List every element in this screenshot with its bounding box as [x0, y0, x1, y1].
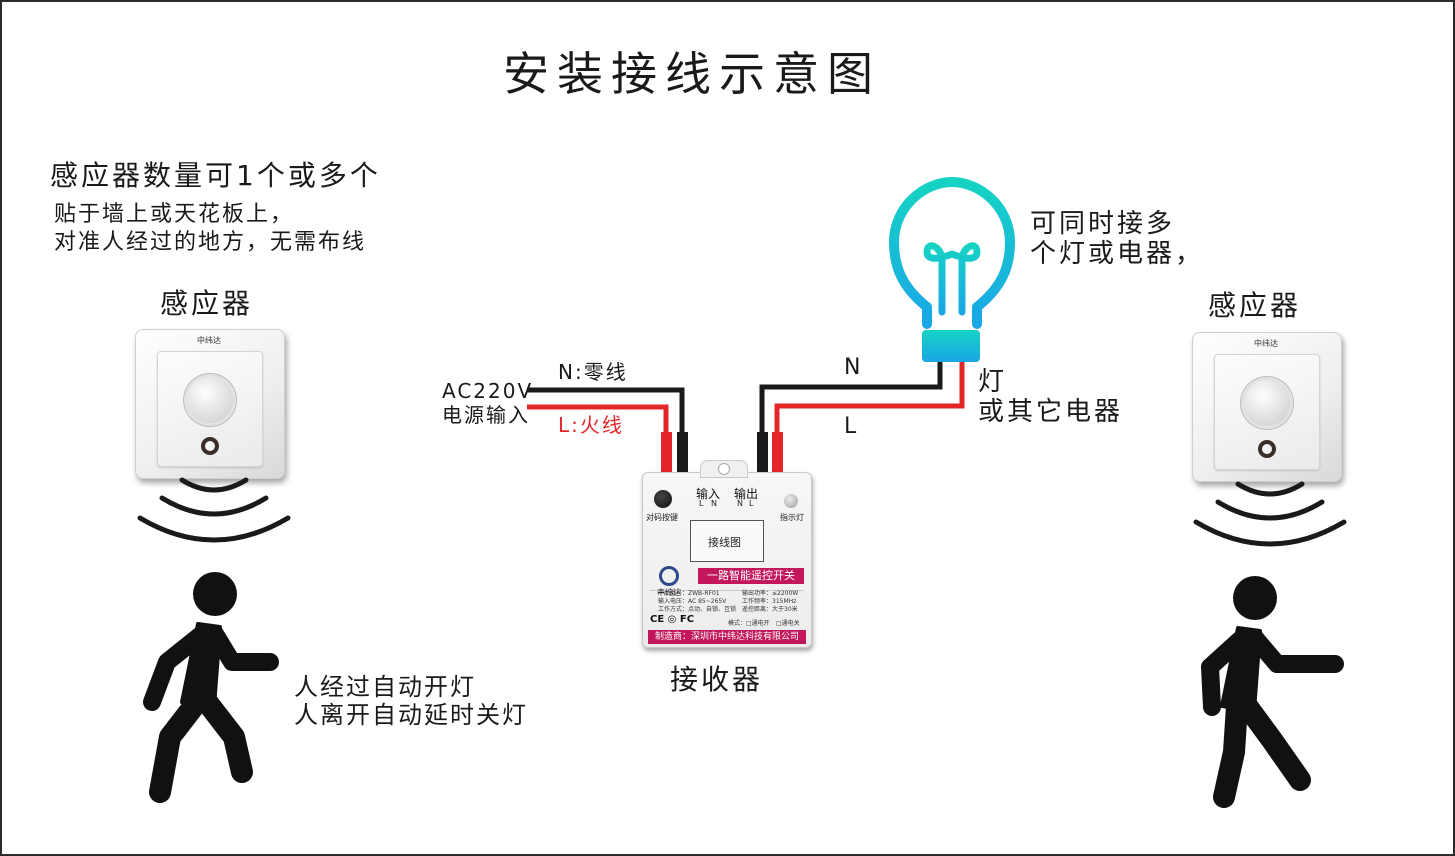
- brand-logo-text: 中纬达: [657, 588, 681, 597]
- live-in-label: L:火线: [558, 413, 624, 437]
- neutral-terminal-in: [677, 432, 688, 472]
- mode-on: □通电开: [746, 620, 770, 627]
- ac-input-label: AC220V: [442, 379, 534, 403]
- sensor-right-label: 感应器: [1208, 289, 1302, 322]
- lamp-label-line2: 或其它电器: [978, 397, 1124, 427]
- manufacturer-band: 制造商：深圳市中纬达科技有限公司: [648, 630, 806, 644]
- spec-power: 输出功率：≤2200W: [742, 590, 799, 597]
- live-terminal-in: [661, 432, 672, 472]
- auto-note-line2: 人离开自动延时关灯: [294, 701, 528, 729]
- terminal-out-n: N: [737, 499, 743, 508]
- multi-load-note-line2: 个灯或电器，: [1030, 239, 1205, 269]
- label-divider: [650, 590, 804, 591]
- mode-label: 模式：: [728, 620, 747, 627]
- auto-note-line1: 人经过自动开灯: [294, 673, 476, 701]
- mode-off: □通电关: [776, 620, 800, 627]
- spec-voltage: 输入电压：AC 85~265V: [658, 598, 727, 605]
- neutral-in-label: N:零线: [558, 360, 628, 384]
- pir-sensor-left: 中纬达: [135, 329, 285, 479]
- sensor-left-label: 感应器: [160, 287, 254, 320]
- sensor-led-icon: [1258, 440, 1276, 458]
- neutral-out-label: N: [844, 355, 863, 380]
- live-out-label: L: [844, 414, 859, 439]
- product-name-band: 一路智能遥控开关: [698, 568, 804, 584]
- brand-logo: 中纬达: [652, 566, 686, 598]
- pair-button-icon: [654, 490, 672, 508]
- sensor-led-icon: [201, 437, 219, 455]
- indicator-label: 指示灯: [780, 513, 804, 522]
- mount-note-line2: 对准人经过的地方，无需布线: [54, 230, 367, 255]
- lamp-label-line1: 灯: [978, 367, 1008, 397]
- multi-load-note-line1: 可同时接多: [1030, 209, 1176, 239]
- neutral-terminal-out: [757, 432, 768, 472]
- mount-tab: [700, 460, 748, 478]
- sensor-count-note: 感应器数量可1个或多个: [50, 159, 381, 192]
- live-terminal-out: [772, 432, 783, 472]
- terminal-in-l: L: [699, 499, 704, 508]
- brand-logo-icon: [659, 566, 679, 586]
- mount-note-line1: 贴于墙上或天花板上，: [54, 202, 295, 227]
- spec-model: 产品型号：ZWB-RF01: [658, 590, 720, 597]
- certification-marks: CE ◎ FC: [650, 614, 695, 625]
- pair-button-label: 对码按键: [646, 513, 678, 522]
- power-input-label: 电源输入: [442, 403, 530, 427]
- sensor-brand-logo: 中纬达: [197, 336, 221, 345]
- spec-work-mode: 工作方式：点动、自锁、互锁: [658, 606, 737, 613]
- spec-frequency: 工作频率：315MHz: [742, 598, 797, 605]
- spec-distance: 遥控距离：大于30米: [742, 606, 798, 613]
- wiring-box: [690, 520, 764, 562]
- output-label: 输出: [734, 487, 759, 501]
- diagram-title: 安装接线示意图: [503, 47, 881, 101]
- neutral-wire-out: [759, 362, 943, 472]
- sensor-brand-logo: 中纬达: [1254, 339, 1278, 348]
- receiver-label: 接收器: [670, 663, 764, 696]
- wiring-label: 接线图: [708, 536, 741, 549]
- pir-sensor-right: 中纬达: [1192, 332, 1342, 482]
- indicator-light-icon: [784, 494, 798, 508]
- terminal-out-l: L: [749, 499, 754, 508]
- pir-lens-icon: [1244, 380, 1290, 426]
- pir-lens-icon: [187, 377, 233, 423]
- terminal-in-n: N: [711, 499, 717, 508]
- receiver-module: 对码按键 指示灯 输入 输出 L N N L 接线图 中纬达 一路智能遥控开关 …: [642, 460, 812, 648]
- input-label: 输入: [696, 487, 721, 501]
